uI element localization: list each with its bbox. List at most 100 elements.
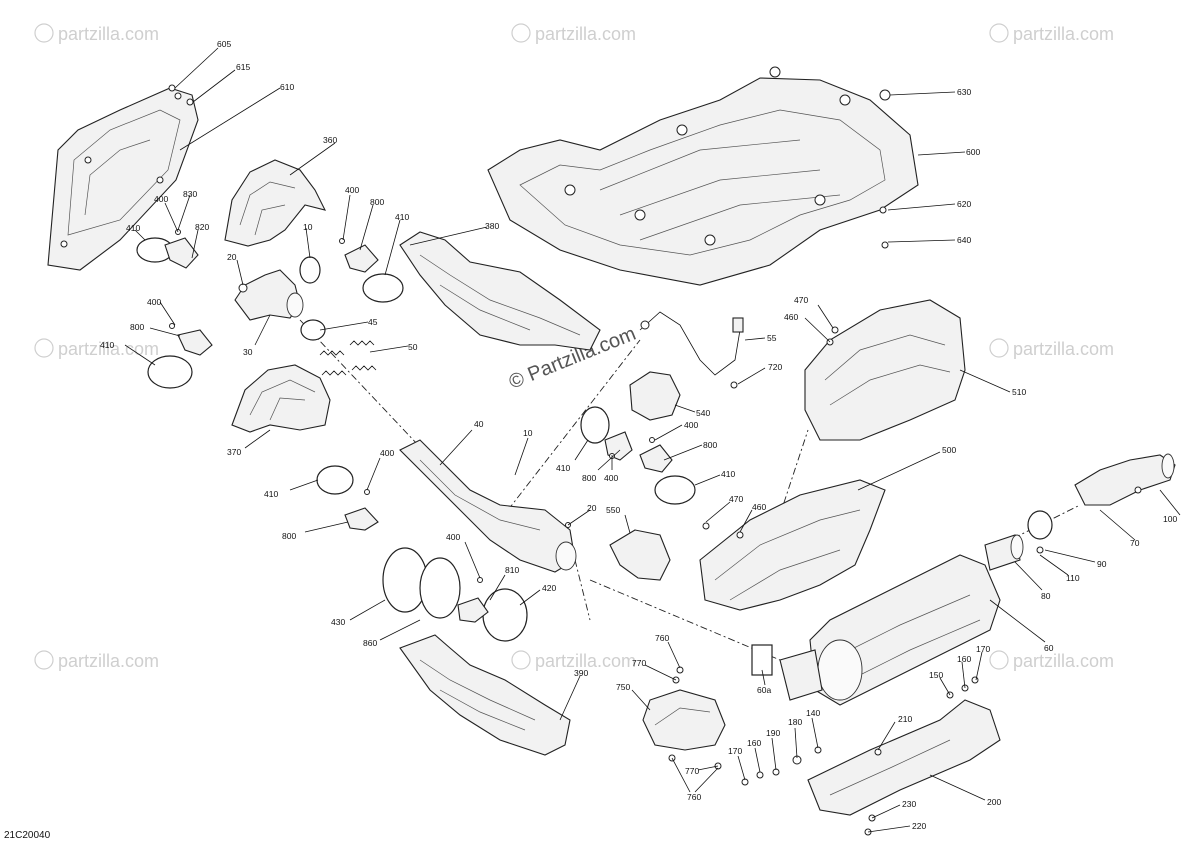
watermark-text: partzilla.com bbox=[58, 651, 159, 671]
callout-80: 80 bbox=[1041, 591, 1051, 601]
callout-190: 190 bbox=[766, 728, 780, 738]
callout-610: 610 bbox=[280, 82, 294, 92]
callout-400: 400 bbox=[380, 448, 394, 458]
watermark-bottom-center: partzilla.com bbox=[511, 650, 636, 671]
diagram-code: 21C20040 bbox=[4, 830, 51, 841]
callout-410: 410 bbox=[395, 212, 409, 222]
muffler-shield-510 bbox=[804, 299, 966, 441]
callout-210: 210 bbox=[898, 714, 912, 724]
callout-140: 140 bbox=[806, 708, 820, 718]
callout-100: 100 bbox=[1163, 514, 1177, 524]
mount-grommets bbox=[564, 66, 891, 246]
callout-70: 70 bbox=[1130, 538, 1140, 548]
callout-410: 410 bbox=[721, 469, 735, 479]
callout-90: 90 bbox=[1097, 559, 1107, 569]
bracket-200 bbox=[807, 699, 1001, 816]
callout-110: 110 bbox=[1066, 573, 1080, 583]
heat-shield-610 bbox=[47, 87, 199, 271]
callout-720: 720 bbox=[768, 362, 782, 372]
elbow-30 bbox=[234, 269, 304, 321]
watermark-mid-left: partzilla.com bbox=[34, 338, 159, 359]
callout-510: 510 bbox=[1012, 387, 1026, 397]
watermark-text: partzilla.com bbox=[1013, 24, 1114, 44]
callout-160: 160 bbox=[747, 738, 761, 748]
callout-605: 605 bbox=[217, 39, 231, 49]
callout-160: 160 bbox=[957, 654, 971, 664]
muffler-60 bbox=[779, 554, 1001, 706]
callout-640: 640 bbox=[957, 235, 971, 245]
callout-220: 220 bbox=[912, 821, 926, 831]
callout-400: 400 bbox=[147, 297, 161, 307]
callout-230: 230 bbox=[902, 799, 916, 809]
callout-430: 430 bbox=[331, 617, 345, 627]
watermark-text: partzilla.com bbox=[535, 24, 636, 44]
callout-180: 180 bbox=[788, 717, 802, 727]
callout-620: 620 bbox=[957, 199, 971, 209]
callout-150: 150 bbox=[929, 670, 943, 680]
shield-370 bbox=[231, 364, 331, 433]
callout-400: 400 bbox=[154, 194, 168, 204]
callout-390: 390 bbox=[574, 668, 588, 678]
callout-400: 400 bbox=[604, 473, 618, 483]
callout-10: 10 bbox=[303, 222, 313, 232]
watermark-bottom-right: partzilla.com bbox=[989, 650, 1114, 671]
callout-810: 810 bbox=[505, 565, 519, 575]
shield-360 bbox=[224, 159, 327, 247]
front-pipe-40 bbox=[399, 439, 577, 573]
callout-20: 20 bbox=[227, 252, 237, 262]
callout-800: 800 bbox=[582, 473, 596, 483]
callout-410: 410 bbox=[556, 463, 570, 473]
callout-40: 40 bbox=[474, 419, 484, 429]
watermark-top-left: partzilla.com bbox=[34, 23, 159, 44]
callouts: 605 615 610 360 830 400 820 410 400 800 … bbox=[100, 39, 1177, 831]
callout-460: 460 bbox=[752, 502, 766, 512]
callout-360: 360 bbox=[323, 135, 337, 145]
callout-30: 30 bbox=[243, 347, 253, 357]
callout-460: 460 bbox=[784, 312, 798, 322]
callout-60a: 60a bbox=[757, 685, 771, 695]
callout-630: 630 bbox=[957, 87, 971, 97]
heat-shield-500 bbox=[699, 479, 886, 611]
callout-860: 860 bbox=[363, 638, 377, 648]
callout-800: 800 bbox=[282, 531, 296, 541]
callout-470: 470 bbox=[729, 494, 743, 504]
clamp-halves bbox=[164, 237, 673, 623]
callout-410: 410 bbox=[126, 223, 140, 233]
fasteners bbox=[168, 84, 1142, 836]
callout-200: 200 bbox=[987, 797, 1001, 807]
callout-370: 370 bbox=[227, 447, 241, 457]
shield-390 bbox=[399, 634, 571, 756]
callout-400: 400 bbox=[345, 185, 359, 195]
leader-lines bbox=[124, 47, 1181, 833]
callout-400: 400 bbox=[684, 420, 698, 430]
callout-55: 55 bbox=[767, 333, 777, 343]
clamps bbox=[136, 237, 1053, 676]
callout-50: 50 bbox=[408, 342, 418, 352]
watermark-text: partzilla.com bbox=[58, 24, 159, 44]
watermark-top-center: partzilla.com bbox=[511, 23, 636, 44]
callout-10: 10 bbox=[523, 428, 533, 438]
watermark-mid-right: partzilla.com bbox=[989, 338, 1114, 359]
tailpipe-100 bbox=[1074, 453, 1176, 506]
shield-380 bbox=[399, 231, 601, 351]
callout-60: 60 bbox=[1044, 643, 1054, 653]
callout-20: 20 bbox=[587, 503, 597, 513]
callout-800: 800 bbox=[130, 322, 144, 332]
callout-380: 380 bbox=[485, 221, 499, 231]
shield-540 bbox=[629, 371, 681, 421]
callout-170: 170 bbox=[728, 746, 742, 756]
callout-410: 410 bbox=[264, 489, 278, 499]
o2-sensor-55 bbox=[639, 311, 744, 376]
callout-760: 760 bbox=[655, 633, 669, 643]
callout-615: 615 bbox=[236, 62, 250, 72]
callout-820: 820 bbox=[195, 222, 209, 232]
callout-45: 45 bbox=[368, 317, 378, 327]
tube-80 bbox=[984, 534, 1024, 571]
callout-830: 830 bbox=[183, 189, 197, 199]
callout-550: 550 bbox=[606, 505, 620, 515]
callout-170: 170 bbox=[976, 644, 990, 654]
callout-800: 800 bbox=[370, 197, 384, 207]
callout-400: 400 bbox=[446, 532, 460, 542]
watermark-bottom-left: partzilla.com bbox=[34, 650, 159, 671]
